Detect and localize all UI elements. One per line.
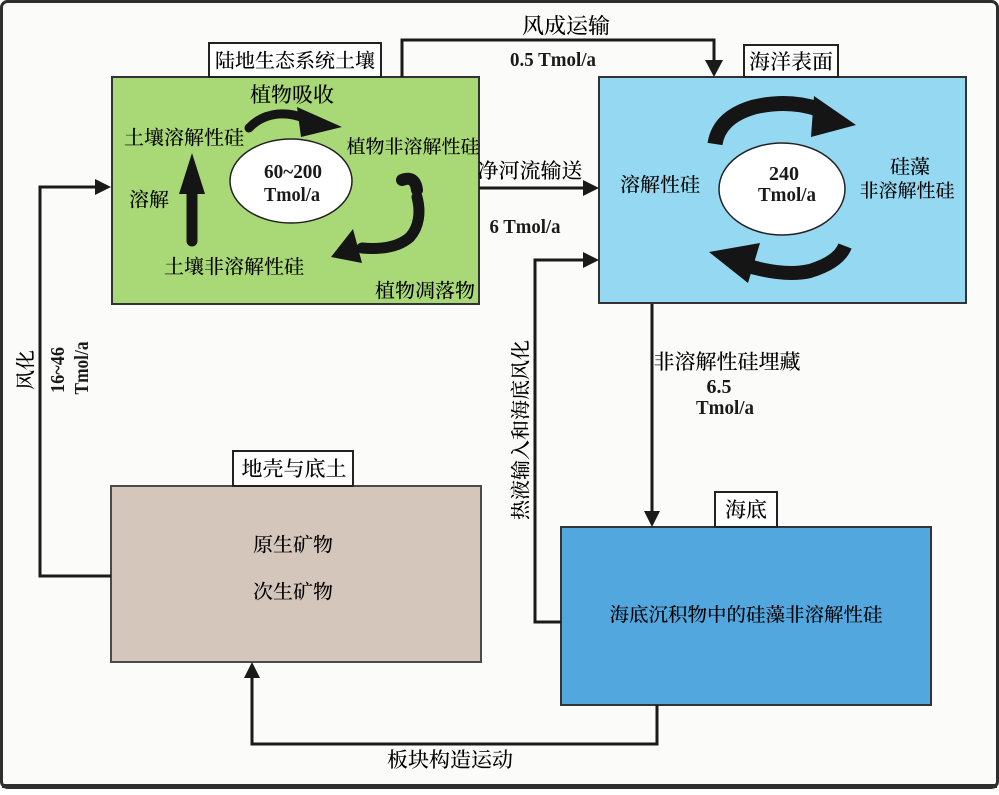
svg-text:Tmol/a: Tmol/a xyxy=(71,342,93,395)
svg-text:0.5 Tmol/a: 0.5 Tmol/a xyxy=(510,49,596,71)
svg-text:6 Tmol/a: 6 Tmol/a xyxy=(490,216,561,238)
svg-text:Tmol/a: Tmol/a xyxy=(696,397,754,419)
svg-text:Tmol/a: Tmol/a xyxy=(758,184,816,206)
svg-text:240: 240 xyxy=(769,163,799,185)
svg-text:16~46: 16~46 xyxy=(47,347,69,393)
svg-text:Tmol/a: Tmol/a xyxy=(264,184,320,206)
svg-text:6.5: 6.5 xyxy=(707,376,732,398)
svg-text:60~200: 60~200 xyxy=(264,161,322,183)
